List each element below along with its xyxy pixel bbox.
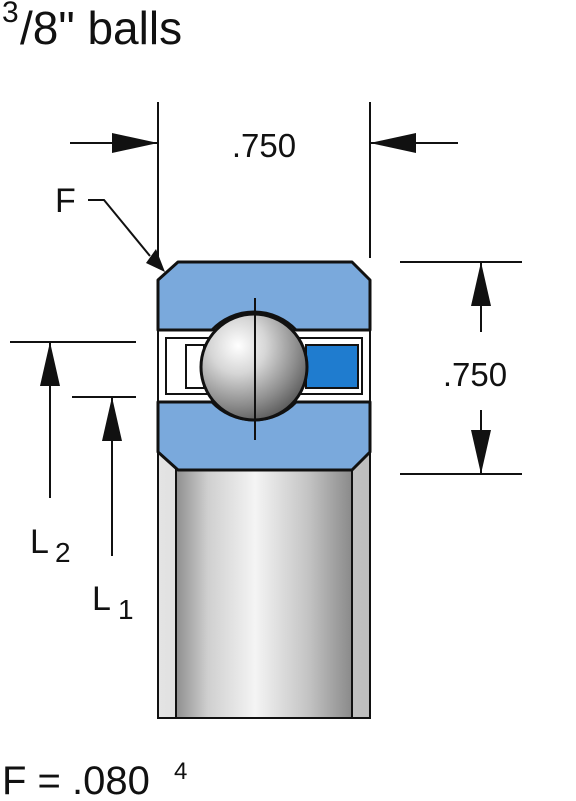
l2-arrowhead [40,342,60,386]
l2-dimension: L 2 [10,341,136,568]
footer-note: F = .080 4 [2,758,187,801]
fillet-label: F [55,182,76,220]
l1-subscript: 1 [118,594,134,625]
fillet-leader-arrowhead [146,249,165,272]
separator-right [305,344,359,389]
height-dimension: .750 [400,261,522,475]
height-value: .750 [443,356,507,393]
title-numerator: 3 [2,0,19,29]
width-arrowhead-right [370,133,416,153]
l1-label: L [92,580,111,618]
fillet-leader-line [88,199,151,257]
l1-arrowhead [102,397,122,441]
width-arrowhead-left [112,133,158,153]
l2-subscript: 2 [55,537,71,568]
height-arrowhead-top [471,262,491,306]
shaft-section [157,439,371,719]
width-dimension: .750 [70,102,458,262]
height-arrowhead-bottom [471,430,491,474]
bearing-section [156,260,372,472]
footer-fillet-value: F = .080 [2,759,150,801]
fillet-leader: F [55,182,165,272]
width-value: .750 [232,127,296,164]
footer-note-marker: 4 [174,758,187,785]
title-text: /8" balls [20,2,182,54]
l1-dimension: L 1 [72,396,136,625]
outer-race [156,260,372,332]
l2-label: L [30,523,49,561]
title: 3 /8" balls [2,0,182,54]
shaft-bore [175,469,353,719]
